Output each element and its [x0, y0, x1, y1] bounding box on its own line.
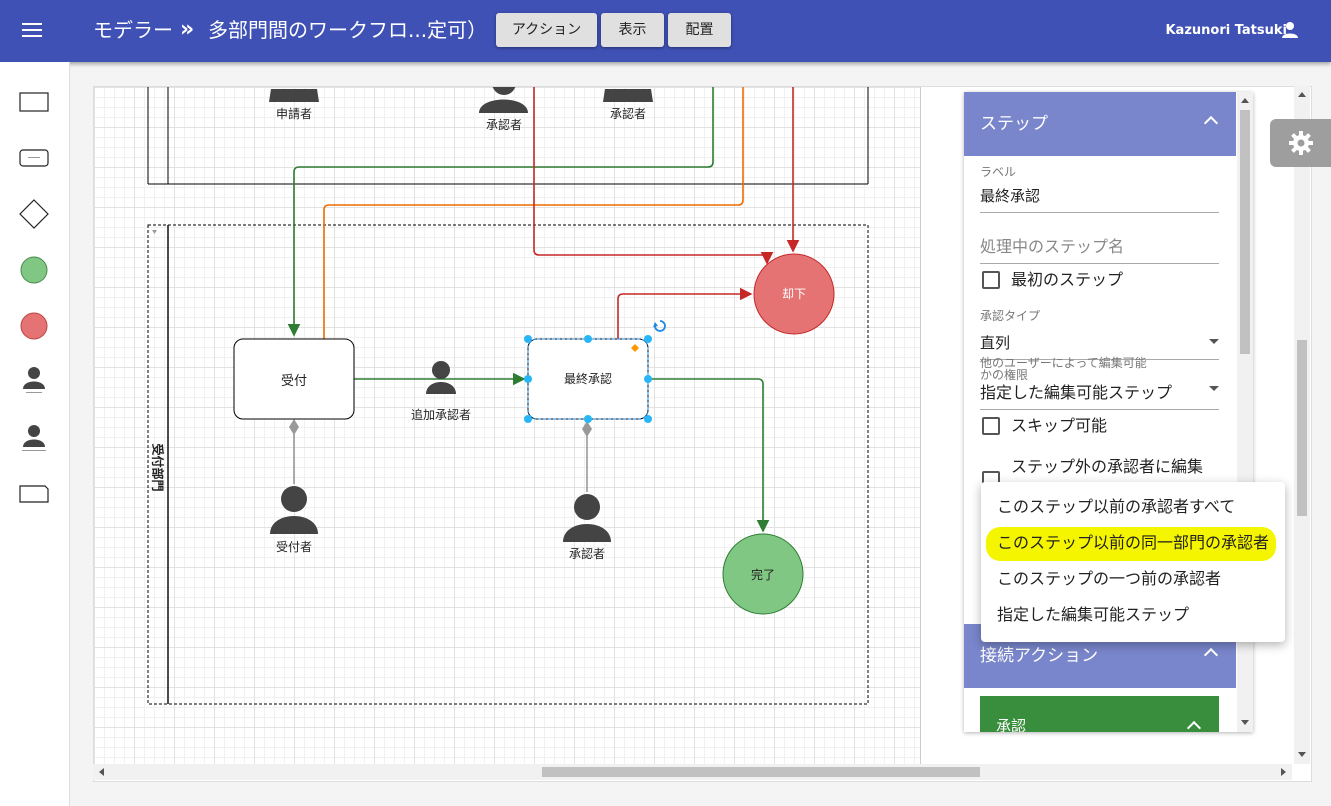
top-app-bar: モデラー » 多部門間のワークフロ...定可） アクション 表示 配置 Kazu… [0, 0, 1331, 62]
menu-item-same-department-approvers[interactable]: このステップ以前の同一部門の承認者 [997, 533, 1270, 552]
receiver-label: 受付者 [275, 540, 312, 554]
chevron-up-icon[interactable] [1186, 720, 1202, 732]
processing-step-name-input[interactable]: 処理中のステップ名 [980, 233, 1219, 264]
dropdown-arrow-icon [1209, 386, 1219, 391]
reject-end-node[interactable] [753, 253, 835, 335]
breadcrumb-separator-icon: » [180, 17, 194, 42]
scroll-down-icon[interactable] [1298, 752, 1306, 757]
applicant-person-icon[interactable] [269, 89, 319, 102]
connector-red-to-reject-1[interactable] [533, 87, 774, 265]
assignee-tool-icon[interactable] [18, 422, 50, 456]
complete-node-label: 完了 [750, 568, 775, 582]
selection-handles[interactable] [524, 335, 652, 423]
editable-by-dropdown-menu: このステップ以前の承認者すべて このステップ以前の同一部門の承認者 このステップ… [981, 482, 1285, 642]
user-icon[interactable] [1281, 21, 1299, 39]
connector-final-to-complete[interactable] [649, 378, 770, 533]
diagram-svg [147, 87, 869, 705]
menu-item-specified-editable-step[interactable]: 指定した編集可能ステップ [997, 605, 1190, 624]
menu-icon[interactable] [22, 22, 42, 38]
step-tool-icon[interactable] [18, 146, 50, 170]
approver-top2-label: 承認者 [609, 107, 646, 121]
editable-caption-2: かの権限 [980, 368, 1029, 382]
outside-edit-label: ステップ外の承認者に編集 [1011, 457, 1204, 476]
complete-tool-icon[interactable] [18, 254, 50, 286]
canvas-grid [94, 87, 921, 767]
label-input[interactable]: 最終承認 [980, 185, 1219, 213]
approver-top1-label: 承認者 [485, 118, 522, 132]
panel-scroll-down-icon[interactable] [1241, 720, 1249, 725]
panel-scroll-thumb[interactable] [1240, 110, 1250, 354]
user-name[interactable]: Kazunori Tatsuki [1165, 23, 1287, 38]
top-lane[interactable] [147, 87, 869, 185]
document-tool-icon[interactable] [18, 482, 50, 506]
lane-label-wrap: 受付部門 [144, 439, 172, 491]
rotate-icon[interactable] [653, 320, 666, 332]
approval-type-caption: 承認タイプ [980, 309, 1041, 323]
step-section-header[interactable]: ステップ [964, 92, 1236, 156]
scroll-up-icon[interactable] [1298, 92, 1306, 97]
chevron-up-icon[interactable] [1203, 115, 1219, 131]
approval-type-value: 直列 [980, 334, 1011, 352]
complete-end-node[interactable] [722, 533, 804, 615]
reception-lane[interactable] [147, 224, 869, 705]
editable-by-value: 指定した編集可能ステップ [980, 383, 1173, 402]
canvas-horizontal-scroll-thumb[interactable] [542, 767, 980, 777]
settings-button[interactable] [1270, 119, 1331, 167]
approver-tool-icon[interactable] [18, 364, 50, 398]
approver-bottom-label: 承認者 [568, 547, 605, 561]
approval-type-select[interactable]: 直列 [980, 332, 1219, 360]
connection-section-title: 接続アクション [980, 646, 1099, 666]
decision-tool-icon[interactable] [18, 198, 50, 230]
additional-approver-label: 追加承認者 [410, 408, 471, 422]
final-approval-step-label: 最終承認 [563, 372, 612, 386]
additional-approver-person-icon[interactable] [426, 361, 456, 394]
reject-node-label: 却下 [781, 287, 806, 301]
canvas-vertical-scroll-thumb[interactable] [1297, 340, 1307, 516]
canvas-vertical-scrollbar[interactable] [1294, 86, 1310, 764]
editable-caption-1: 他のユーザーによって編集可能 [980, 356, 1147, 370]
highlight-mark [986, 527, 1276, 561]
workflow-title: 多部門間のワークフロ...定可） [208, 18, 488, 42]
approver-top2-person-icon[interactable] [603, 89, 653, 102]
label-caption: ラベル [980, 165, 1017, 179]
rectangle-tool-icon[interactable] [18, 90, 50, 114]
reception-step-label: 受付 [280, 374, 307, 389]
reject-tool-icon[interactable] [18, 310, 50, 342]
approve-action-header[interactable]: 承認 [980, 696, 1219, 732]
shape-handle-icon[interactable] [631, 344, 639, 352]
panel-scroll-up-icon[interactable] [1241, 98, 1249, 103]
connector-green-to-reception[interactable] [287, 87, 714, 337]
menu-item-previous-approver[interactable]: このステップの一つ前の承認者 [997, 569, 1222, 588]
app-title[interactable]: モデラー [93, 18, 173, 42]
approver-bottom-person-icon[interactable] [563, 494, 611, 542]
menu-item-all-previous-approvers[interactable]: このステップ以前の承認者すべて [997, 497, 1236, 516]
skippable-checkbox[interactable] [982, 417, 1000, 435]
gear-icon [1289, 131, 1313, 155]
first-step-label: 最初のステップ [1011, 270, 1124, 289]
step-section-title: ステップ [980, 114, 1048, 134]
receiver-person-icon[interactable] [270, 486, 318, 534]
layout-button[interactable]: 配置 [668, 13, 731, 47]
lane-label: 受付部門 [150, 443, 165, 492]
canvas-horizontal-scrollbar[interactable] [93, 764, 1292, 780]
dropdown-arrow-icon [1209, 339, 1219, 344]
approver-top1-person-icon[interactable] [479, 87, 528, 113]
approve-action-title: 承認 [996, 717, 1027, 732]
reception-step-node[interactable] [233, 338, 355, 420]
shape-palette [0, 62, 70, 806]
scroll-right-icon[interactable] [1281, 768, 1286, 776]
skippable-label: スキップ可能 [1011, 416, 1108, 435]
scroll-left-icon[interactable] [99, 768, 104, 776]
action-button[interactable]: アクション [496, 13, 597, 47]
first-step-checkbox[interactable] [982, 271, 1000, 289]
connector-final-to-reject[interactable] [617, 287, 753, 339]
applicant-label: 申請者 [275, 107, 312, 121]
editable-by-select[interactable]: 指定した編集可能ステップ [980, 379, 1219, 410]
chevron-up-icon[interactable] [1203, 647, 1219, 663]
view-button[interactable]: 表示 [601, 13, 664, 47]
